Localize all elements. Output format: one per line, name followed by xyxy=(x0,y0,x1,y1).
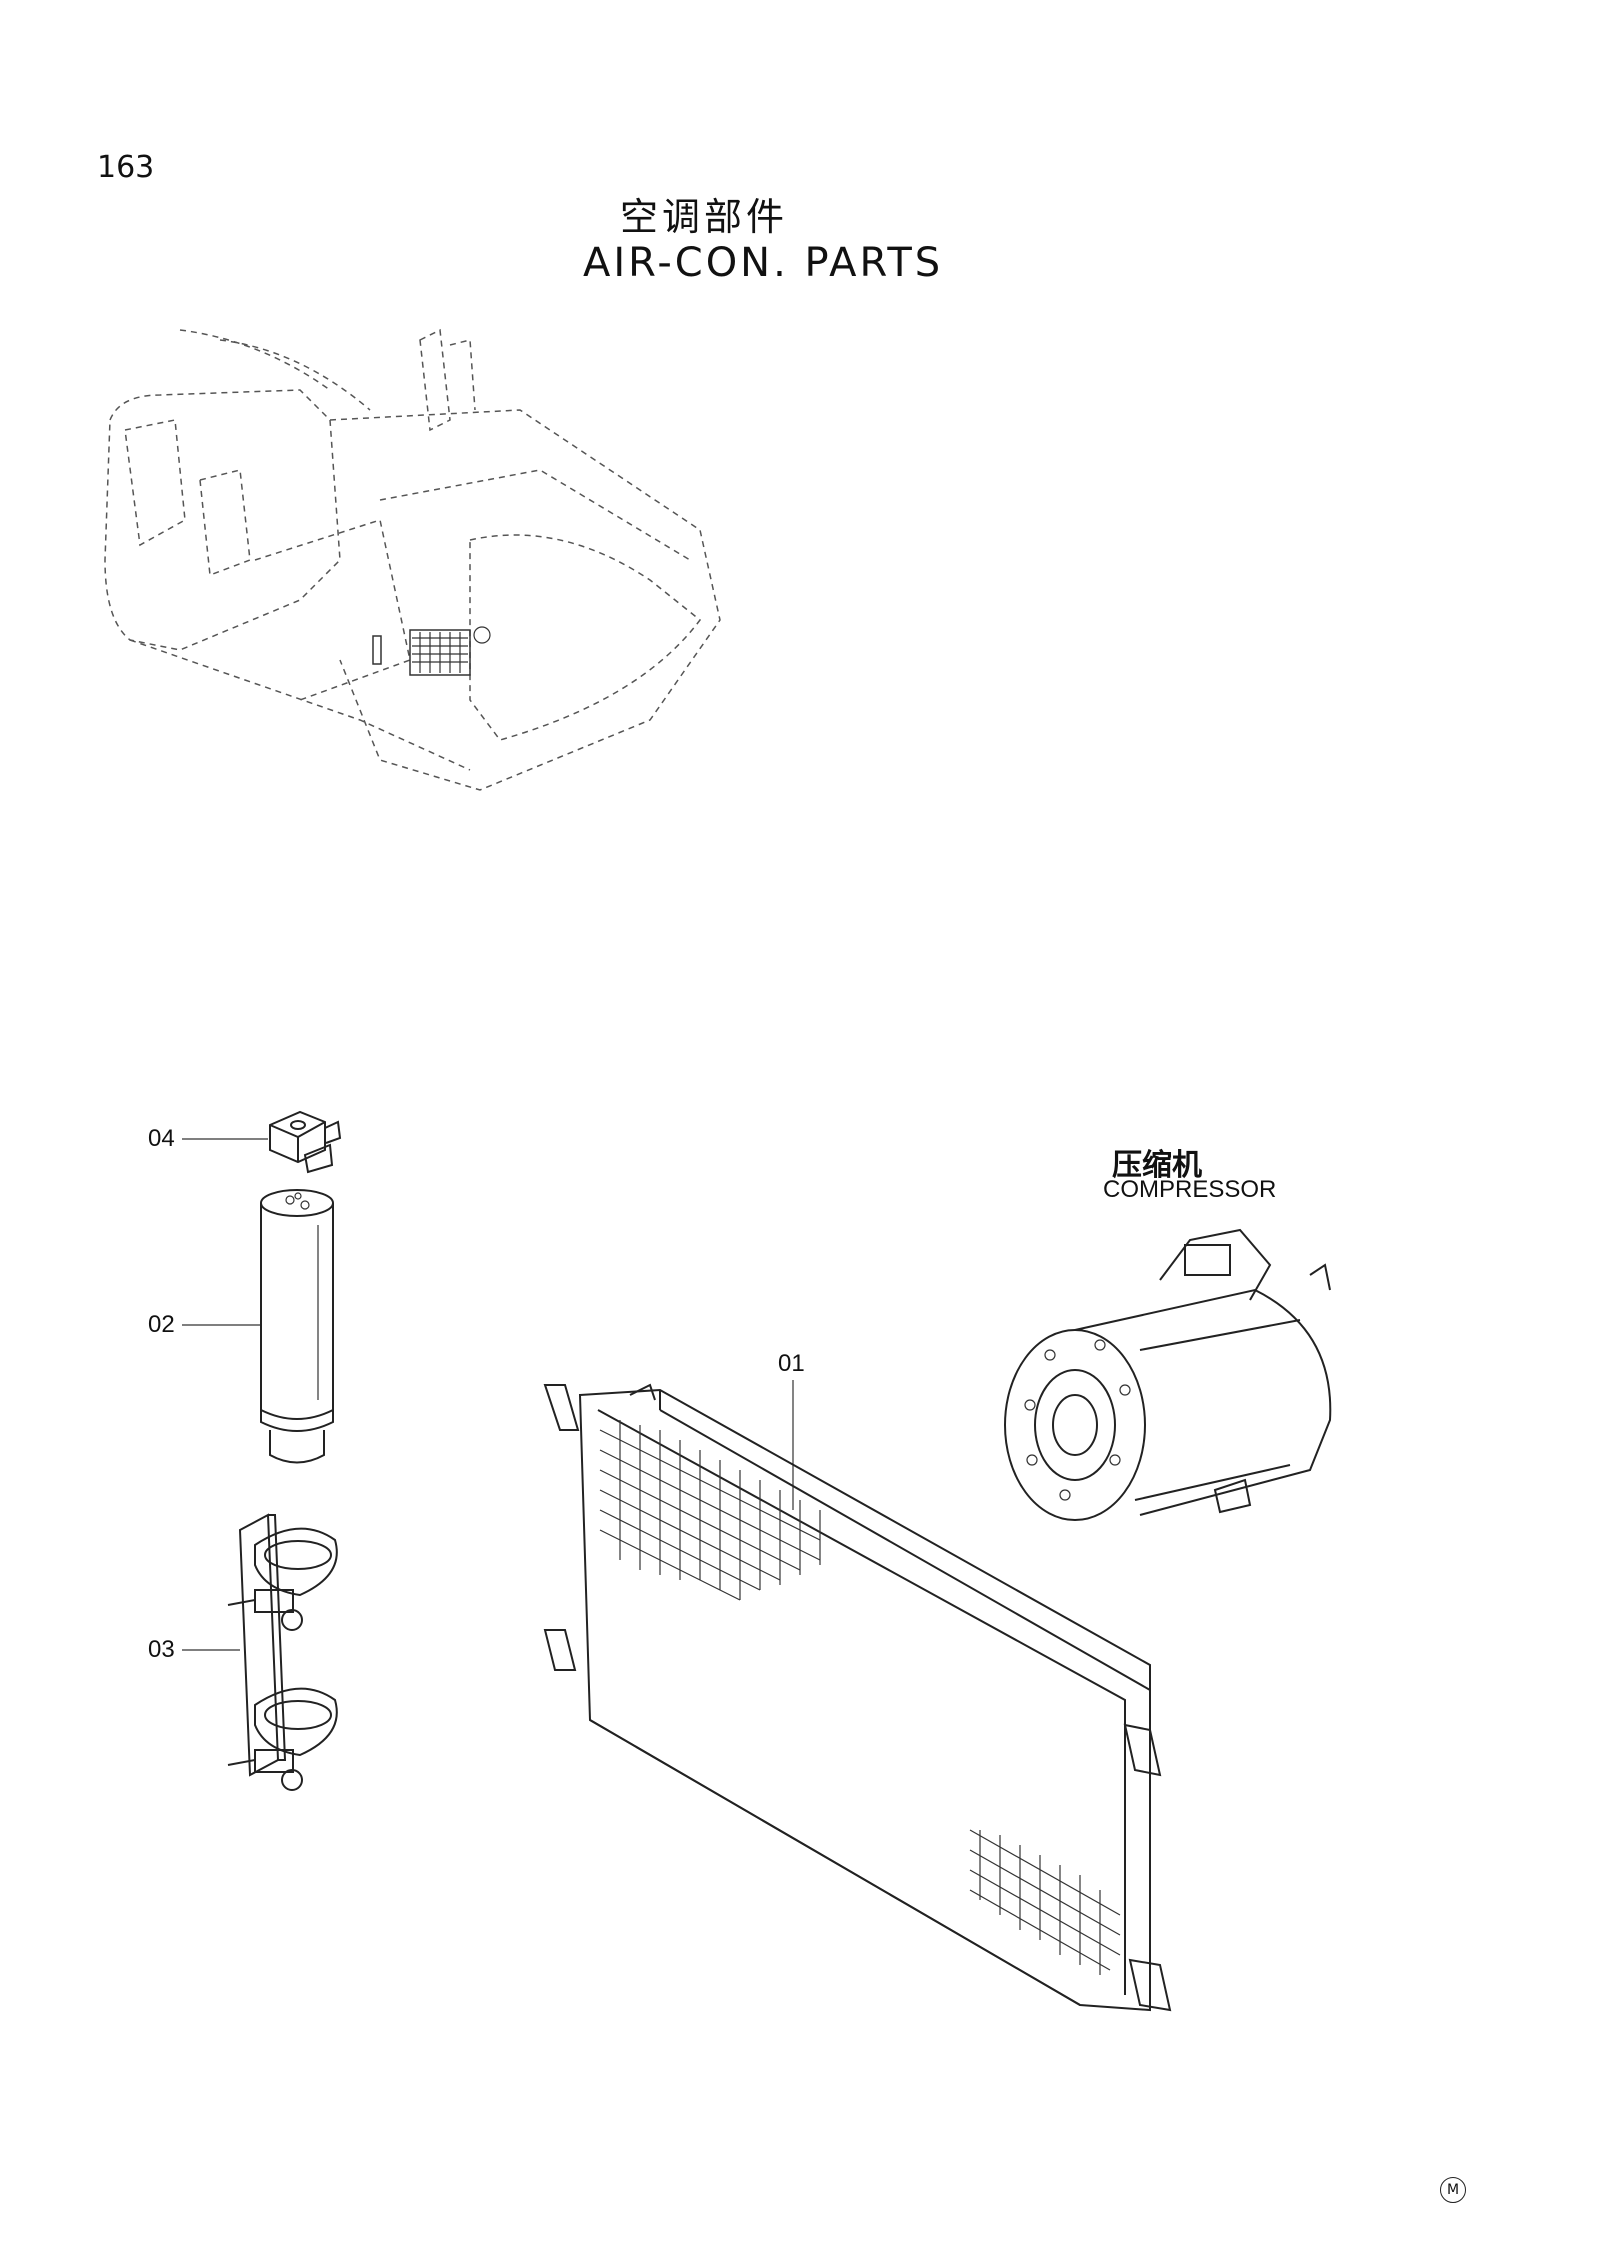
condenser-fins-upper xyxy=(599,1420,821,1601)
compressor-label-cn: 压缩机 xyxy=(1112,1148,1202,1183)
page-title-en: AIR-CON. PARTS xyxy=(583,240,944,286)
corner-mark: M xyxy=(1440,2177,1466,2203)
callout-04: 04 xyxy=(148,1125,175,1152)
callout-leaders xyxy=(182,1138,794,1651)
callout-01: 01 xyxy=(778,1350,805,1377)
receiver-drier-part-02 xyxy=(260,1189,334,1464)
callout-03: 03 xyxy=(148,1636,175,1663)
page-number: 163 xyxy=(97,150,155,185)
condenser-fins-lower xyxy=(969,1829,1121,1975)
fitting-part-04 xyxy=(269,1110,342,1174)
compressor-label-en: COMPRESSOR xyxy=(1103,1176,1277,1203)
excavator-outline xyxy=(104,328,721,791)
bracket-part-03 xyxy=(227,1513,338,1791)
page-title-cn: 空调部件 xyxy=(620,195,789,239)
callout-02: 02 xyxy=(148,1311,175,1338)
condenser-part-01 xyxy=(543,1383,1172,2012)
compressor-drawing xyxy=(1004,1228,1332,1521)
